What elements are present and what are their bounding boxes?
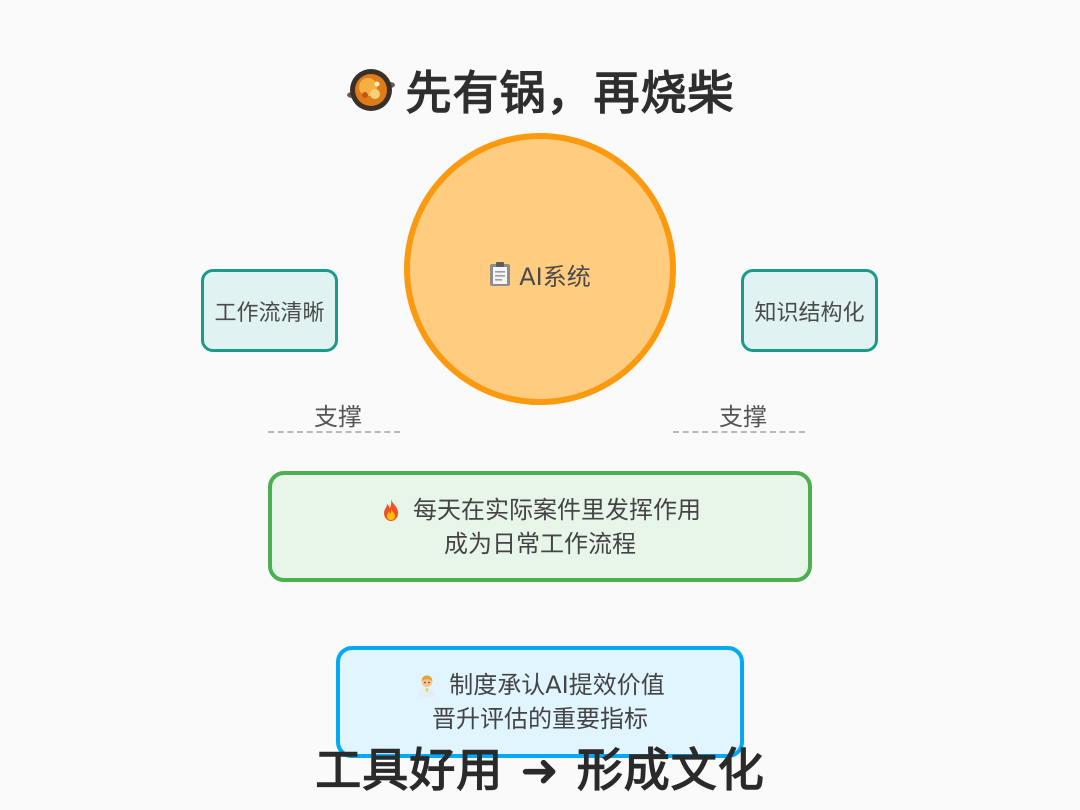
daily-use-text-1: 每天在实际案件里发挥作用 (413, 495, 701, 524)
title-text: 先有锅，再烧柴 (405, 66, 735, 120)
pot-icon (346, 69, 395, 111)
knowledge-structured-box: 知识结构化 (741, 269, 878, 352)
institution-line-2: 晋升评估的重要指标 (432, 702, 648, 736)
daily-use-text-2: 成为日常工作流程 (444, 529, 636, 558)
ai-system-circle (404, 133, 676, 405)
ai-system-label: AI系统 (404, 258, 676, 291)
daily-use-line-2: 成为日常工作流程 (444, 527, 636, 561)
support-label-left: 支撑 (314, 402, 362, 431)
support-line-left (268, 431, 400, 433)
support-line-right (673, 431, 805, 433)
knowledge-structured-label: 知识结构化 (754, 300, 865, 326)
daily-use-box: 每天在实际案件里发挥作用 成为日常工作流程 (268, 471, 812, 582)
support-label-right: 支撑 (719, 402, 767, 431)
conclusion-title: 工具好用 ➜ 形成文化 (315, 743, 765, 797)
workflow-clear-label: 工作流清晰 (214, 300, 325, 326)
institution-line-1: 制度承认AI提效价值 (415, 668, 665, 702)
office-worker-icon (418, 675, 437, 697)
institution-text-1: 制度承认AI提效价值 (449, 671, 665, 699)
clipboard-icon (490, 262, 511, 286)
institution-text-2: 晋升评估的重要指标 (432, 705, 648, 733)
fire-icon (384, 498, 398, 521)
workflow-clear-box: 工作流清晰 (201, 269, 338, 352)
institution-box: 制度承认AI提效价值 晋升评估的重要指标 (336, 646, 744, 758)
ai-system-text: AI系统 (519, 262, 591, 291)
diagram-title: 先有锅，再烧柴 (0, 58, 1080, 122)
daily-use-line-1: 每天在实际案件里发挥作用 (379, 493, 701, 527)
